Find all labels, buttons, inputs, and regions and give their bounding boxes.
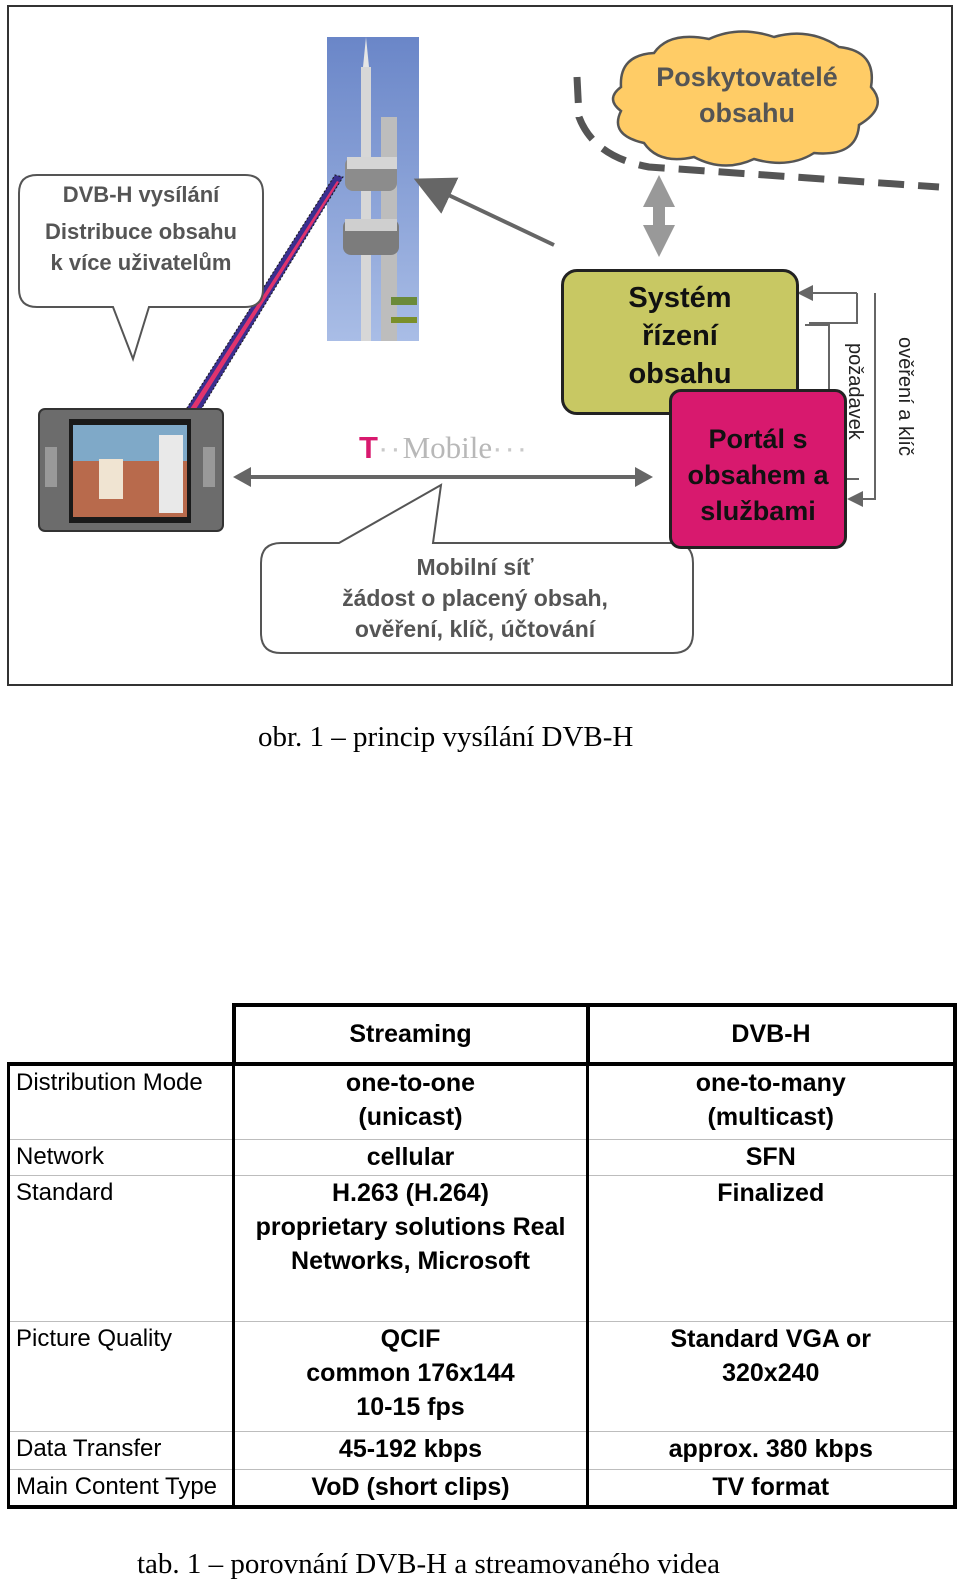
table-cell: H.263 (H.264) proprietary solutions Real… — [232, 1174, 588, 1322]
tmobile-logo-t: T — [359, 430, 378, 465]
dvbh-diagram: Poskytovatelé obsahu DVB-H vysílání Dist… — [7, 5, 953, 686]
mobile-tv-device — [38, 408, 224, 532]
table-cell: 45-192 kbps — [232, 1430, 588, 1470]
table-row: Picture Quality QCIF common 176x144 10-1… — [7, 1320, 957, 1432]
comparison-table: Streaming DVB-H Distribution Mode one-to… — [7, 1003, 957, 1509]
diagram-graphics — [18, 30, 940, 654]
network-bubble-text: Mobilní síť žádost o placený obsah, ověř… — [342, 554, 608, 642]
speech-bubble-broadcast — [18, 174, 264, 363]
table-cell: Finalized — [586, 1174, 957, 1322]
tmobile-logo-dots: ·· — [377, 430, 403, 465]
tv-tower-image — [327, 37, 419, 341]
table-cell: Standard VGA or 320x240 — [586, 1320, 957, 1432]
table-cell: cellular — [232, 1138, 588, 1176]
table-row: Network cellular SFN — [7, 1138, 957, 1176]
table-cell: one-to-many (multicast) — [586, 1063, 957, 1140]
table-cell: VoD (short clips) — [232, 1468, 588, 1509]
tmobile-logo-name: Mobile — [402, 430, 493, 465]
column-header-dvbh: DVB-H — [585, 1003, 957, 1066]
table-header-row: Streaming DVB-H — [9, 1003, 957, 1066]
tmobile-logo-trailing: ··· — [492, 430, 530, 465]
table-cell: QCIF common 176x144 10-15 fps — [232, 1320, 588, 1432]
table-row: Data Transfer 45-192 kbps approx. 380 kb… — [7, 1430, 957, 1470]
broadcast-bubble-text: DVB-H vysílání Distribuce obsahu k více … — [23, 179, 259, 278]
table-caption: tab. 1 – porovnání DVB-H a streamovaného… — [137, 1548, 721, 1580]
table-corner — [9, 1005, 234, 1064]
row-label: Distribution Mode — [7, 1062, 234, 1140]
content-providers-label: Poskytovatelé obsahu — [656, 62, 838, 128]
row-label: Main Content Type — [7, 1468, 234, 1509]
mobile-network-arrow — [233, 467, 653, 487]
arrow-system-to-tower — [413, 177, 555, 247]
row-label: Network — [7, 1138, 234, 1176]
boundary-dashed-line — [573, 76, 940, 191]
request-label: požadavek — [844, 343, 866, 440]
table-row: Standard H.263 (H.264) proprietary solut… — [7, 1174, 957, 1322]
table-cell: one-to-one (unicast) — [232, 1063, 588, 1140]
content-portal-box — [669, 389, 847, 549]
broadcast-title: DVB-H vysílání — [62, 182, 220, 207]
broadcast-description: Distribuce obsahu k více uživatelům — [45, 219, 237, 275]
row-label: Standard — [7, 1174, 234, 1322]
table-row: Distribution Mode one-to-one (unicast) o… — [7, 1062, 957, 1140]
verification-key-label: ověření a klíč — [894, 337, 916, 456]
cloud-shape — [611, 30, 879, 167]
row-label: Data Transfer — [7, 1430, 234, 1470]
content-portal-label: Portál s obsahem a službami — [687, 424, 829, 526]
table-cell: approx. 380 kbps — [586, 1430, 957, 1470]
tmobile-logo: T··Mobile··· — [359, 430, 529, 466]
row-label: Picture Quality — [7, 1320, 234, 1432]
column-header-streaming: Streaming — [231, 1003, 590, 1066]
table-row: Main Content Type VoD (short clips) TV f… — [7, 1468, 957, 1509]
table-cell: TV format — [586, 1468, 957, 1509]
figure-caption: obr. 1 – princip vysílání DVB-H — [258, 721, 634, 753]
table-cell: SFN — [586, 1138, 957, 1176]
content-management-label: Systém řízení obsahu — [628, 282, 732, 390]
arrow-cloud-system — [643, 175, 675, 257]
